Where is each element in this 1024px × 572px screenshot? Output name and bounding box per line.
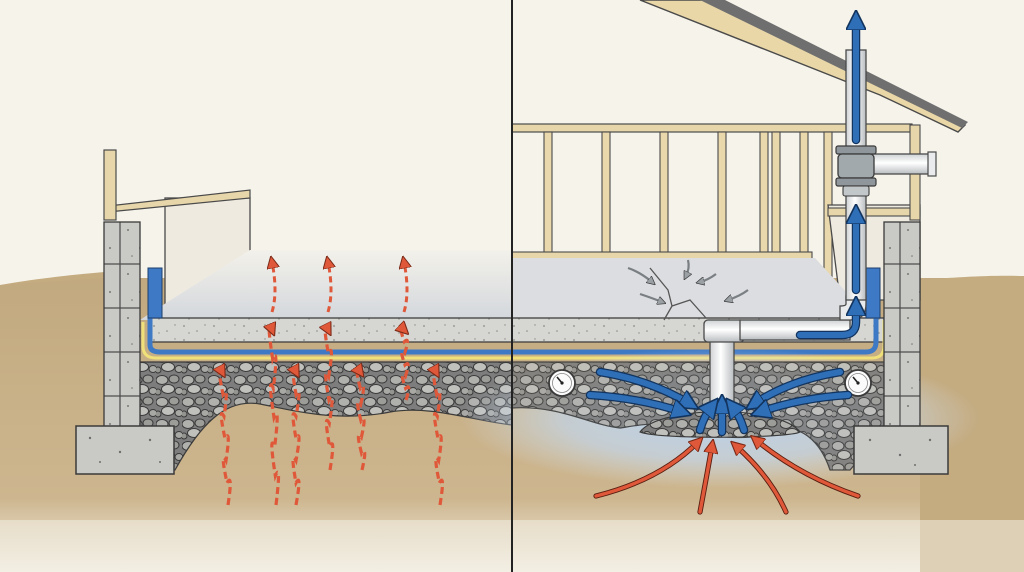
vapor-barrier-left [147, 272, 512, 355]
radon-arrow-icon [357, 370, 367, 471]
wall-stud-left [103, 149, 117, 221]
footing-right [853, 425, 949, 475]
roof [639, 0, 967, 133]
concrete-slab-left [149, 317, 513, 343]
airflow-arrow-icon [587, 392, 682, 412]
radon-arrow-icon [328, 262, 331, 313]
airflow-arrows [585, 20, 856, 437]
pressure-gauge-icon [548, 369, 576, 397]
vent-branch-cap [927, 151, 937, 177]
soil-gas-arrow-icon [756, 440, 860, 498]
pressure-gauge-icon [844, 369, 872, 397]
vent-side-branch [869, 153, 933, 175]
radon-arrow-icon [219, 369, 232, 506]
block-wall-right [883, 221, 921, 433]
sealant-line-left [141, 322, 512, 360]
vapor-barrier-right [512, 272, 879, 355]
soil-gas-arrows-right [593, 440, 861, 515]
indoor-air-arrows [627, 259, 749, 302]
radon-arrow-icon [433, 369, 445, 506]
block-wall-left [103, 221, 141, 431]
vent-fan-icon [835, 145, 877, 197]
radon-arrow-icon [325, 327, 335, 471]
airflow-arrow-icon [760, 392, 851, 412]
edge-flashing-left [147, 267, 163, 319]
soil-gas-arrow-icon [594, 442, 698, 498]
radon-arrows-left [219, 262, 445, 506]
footing-texture-right [868, 438, 932, 466]
radon-arrow-icon [269, 326, 281, 506]
wall-plate-right [827, 207, 921, 217]
footing-texture-left [88, 436, 161, 463]
slab-top-surface-right [512, 258, 870, 320]
edge-flashing-right [865, 267, 881, 319]
radon-arrow-icon [404, 262, 407, 313]
soil-gas-arrow-icon [736, 446, 788, 514]
footing-left [75, 425, 175, 475]
crack-icon [649, 267, 707, 321]
radon-arrow-icon [401, 329, 411, 401]
left-panel [75, 149, 513, 475]
roof-shingles [700, 0, 968, 128]
radon-arrow-icon [272, 262, 275, 313]
soil-gas-arrow-icon [698, 446, 712, 514]
airflow-arrow-icon [697, 406, 712, 433]
airflow-arrow-icon [797, 306, 856, 338]
airflow-arrow-icon [732, 406, 747, 433]
pipe-elbow-base [703, 319, 745, 343]
slab-top-surface-left [140, 250, 512, 320]
radon-arrow-icon [293, 369, 301, 506]
